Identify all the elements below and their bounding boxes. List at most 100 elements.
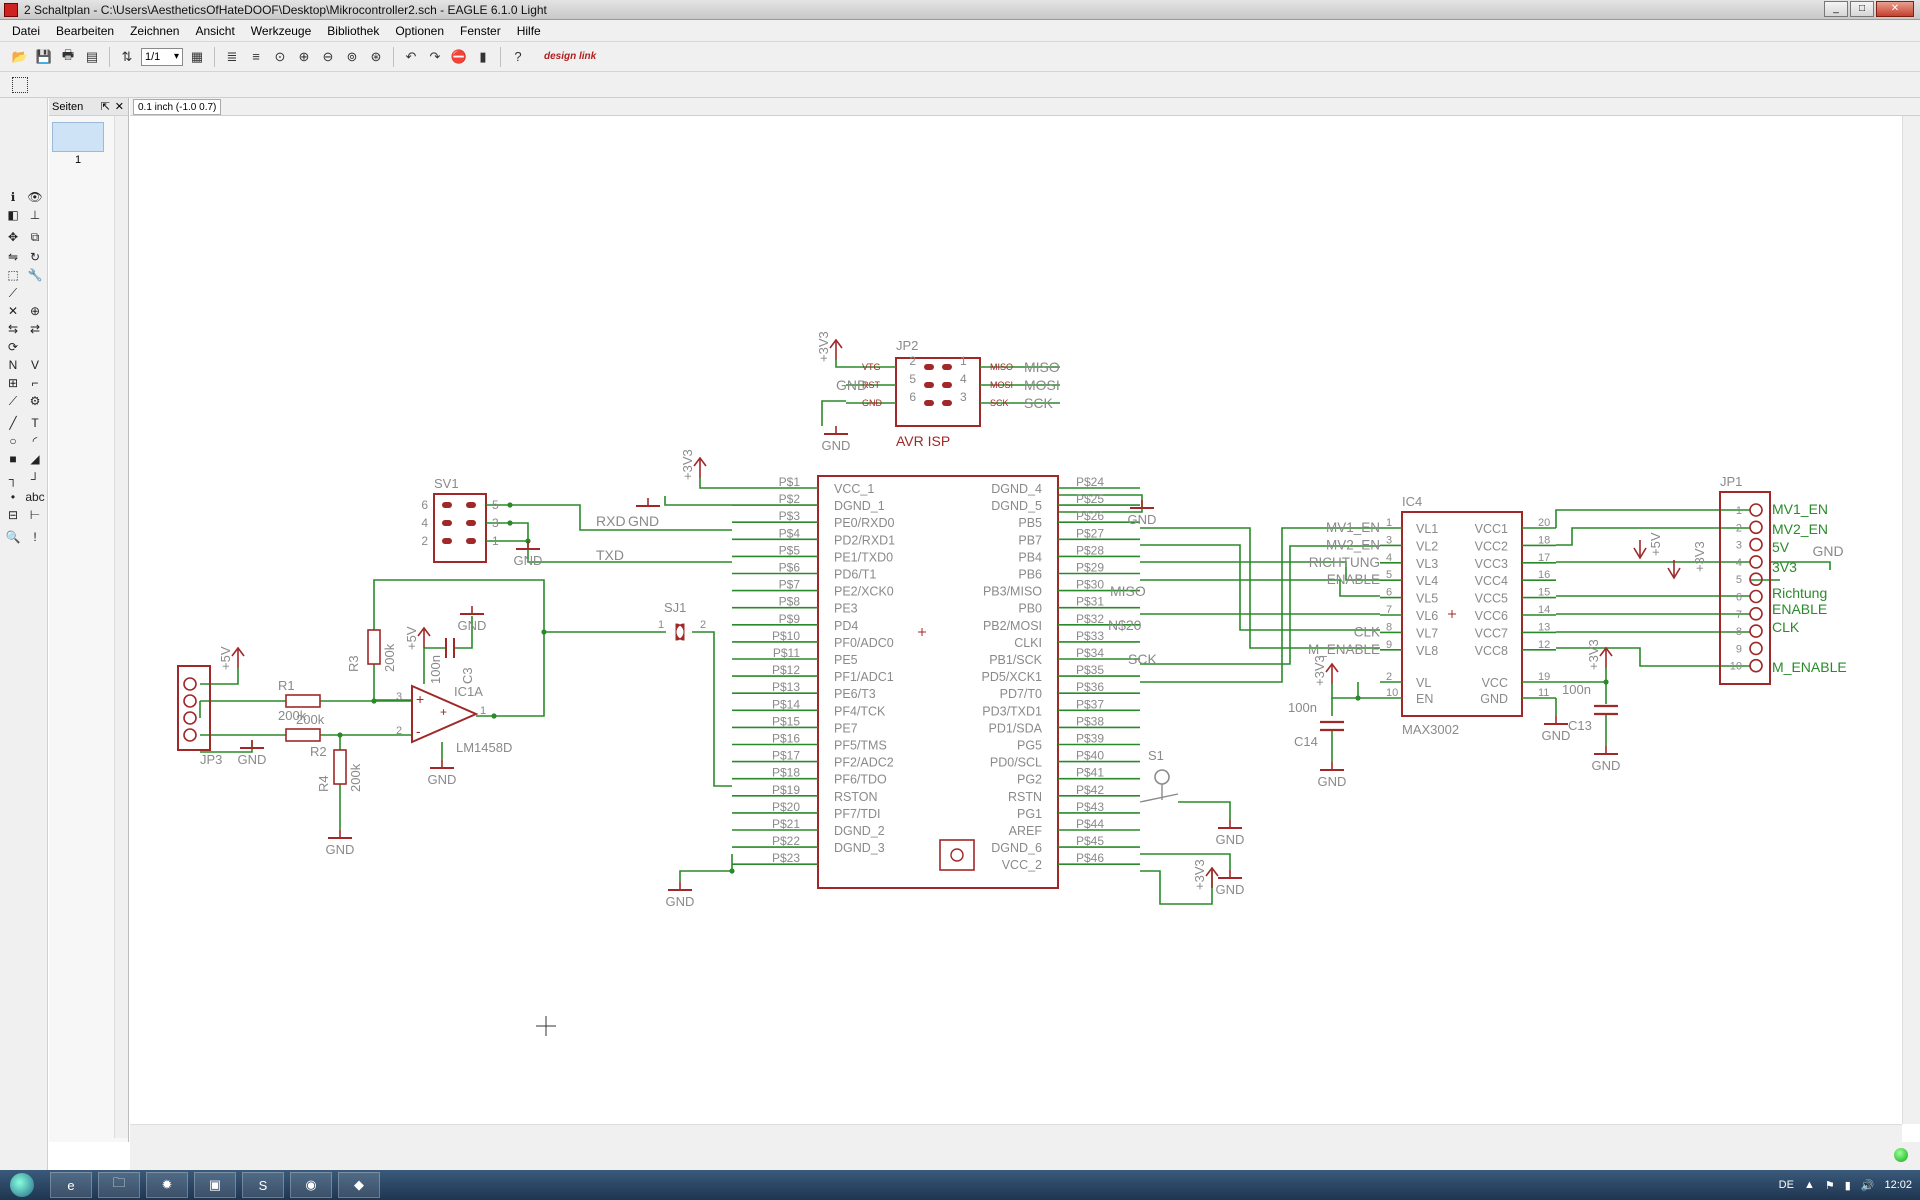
name-icon[interactable]: N bbox=[8, 358, 18, 372]
junction-icon[interactable]: • bbox=[10, 490, 16, 504]
maximize-button[interactable]: □ bbox=[1850, 1, 1874, 17]
explorer-icon[interactable]: 🗀 bbox=[98, 1172, 140, 1198]
jp2-pin-num: 3 bbox=[960, 390, 967, 404]
label-icon[interactable]: abc bbox=[25, 490, 45, 504]
net-icon[interactable]: ┘ bbox=[30, 472, 40, 486]
undo-icon[interactable]: ↶ bbox=[405, 48, 417, 64]
page-thumbnail[interactable] bbox=[52, 122, 104, 152]
image-viewer-icon[interactable]: ▣ bbox=[194, 1172, 236, 1198]
attribute-icon[interactable]: ⊟ bbox=[7, 508, 19, 522]
mark-icon[interactable]: ⊥ bbox=[29, 208, 41, 222]
polygon-icon[interactable]: ◢ bbox=[30, 452, 40, 466]
stop-icon[interactable]: ⛔ bbox=[450, 48, 468, 64]
menu-optionen[interactable]: Optionen bbox=[395, 23, 445, 38]
media-icon[interactable]: ◉ bbox=[290, 1172, 332, 1198]
jp2-net-label: SCK bbox=[1024, 395, 1053, 411]
gateswap-icon[interactable]: ⟳ bbox=[7, 340, 19, 354]
close-button[interactable]: ✕ bbox=[1876, 1, 1914, 17]
menu-bearbeiten[interactable]: Bearbeiten bbox=[56, 23, 115, 38]
save-icon[interactable]: 💾 bbox=[35, 48, 53, 64]
flag-icon[interactable]: ⚑ bbox=[1824, 1179, 1835, 1192]
sheet-select[interactable]: 1/1 bbox=[141, 47, 183, 66]
rect-icon[interactable]: ■ bbox=[9, 452, 17, 466]
jp3-pad bbox=[183, 711, 197, 725]
minimize-button[interactable]: _ bbox=[1824, 1, 1848, 17]
menu-werkzeuge[interactable]: Werkzeuge bbox=[250, 23, 312, 38]
errors-icon[interactable]: ! bbox=[33, 530, 37, 544]
bus-icon[interactable]: ┐ bbox=[8, 472, 18, 486]
wire-icon[interactable]: ╱ bbox=[9, 416, 17, 430]
change-icon[interactable]: 🔧 bbox=[27, 268, 43, 282]
show-icon[interactable]: 👁 bbox=[27, 190, 43, 204]
menu-zeichnen[interactable]: Zeichnen bbox=[130, 23, 180, 38]
cam-icon[interactable]: ▤ bbox=[85, 48, 99, 64]
zoom-out-icon[interactable]: ⊖ bbox=[322, 48, 334, 64]
skype-icon[interactable]: S bbox=[242, 1172, 284, 1198]
sheet-icon[interactable]: ⇅ bbox=[121, 48, 133, 64]
menu-ansicht[interactable]: Ansicht bbox=[195, 23, 235, 38]
opamp-pin-num: 3 bbox=[396, 691, 402, 703]
vertical-scrollbar[interactable] bbox=[1902, 116, 1920, 1124]
delete-icon[interactable]: ✕ bbox=[7, 304, 19, 318]
mcu-pin-name: PD6/T1 bbox=[834, 568, 876, 582]
eagle-task-icon[interactable]: ◆ bbox=[338, 1172, 380, 1198]
mcu-pin-number: P$8 bbox=[779, 595, 801, 609]
zoom-redraw-icon[interactable]: ⊚ bbox=[346, 48, 358, 64]
clock[interactable]: 12:02 bbox=[1884, 1179, 1912, 1191]
paste-icon[interactable]: ⟋ bbox=[8, 285, 18, 300]
go-icon[interactable]: ▮ bbox=[479, 48, 487, 64]
menu-bibliothek[interactable]: Bibliothek bbox=[327, 23, 380, 38]
zoom-select-icon[interactable]: ⊛ bbox=[370, 48, 382, 64]
copy-icon[interactable]: ⧉ bbox=[30, 229, 40, 244]
design-link-logo[interactable]: design link bbox=[544, 51, 597, 62]
mcu-pin-name: DGND_4 bbox=[991, 482, 1042, 496]
script-icon[interactable]: ≣ bbox=[226, 48, 238, 64]
help-icon[interactable]: ? bbox=[514, 49, 522, 64]
tray-arrow-icon[interactable]: ▲ bbox=[1803, 1179, 1815, 1191]
close-panel-icon[interactable]: ✕ bbox=[114, 101, 124, 113]
mirror-icon[interactable]: ⇋ bbox=[7, 250, 19, 264]
smash-icon[interactable]: ⊞ bbox=[7, 376, 19, 390]
menu-hilfe[interactable]: Hilfe bbox=[516, 23, 541, 38]
zoom-in-icon[interactable]: ⊕ bbox=[298, 48, 310, 64]
pinswap-icon[interactable]: ⇆ bbox=[7, 322, 19, 336]
start-button[interactable] bbox=[0, 1170, 44, 1200]
text-icon[interactable]: T bbox=[31, 416, 39, 430]
volume-icon[interactable]: 🔊 bbox=[1860, 1179, 1875, 1192]
add-icon[interactable]: ⊕ bbox=[29, 304, 41, 318]
split-icon[interactable]: ⟋ bbox=[8, 393, 18, 408]
ulp-icon[interactable]: ≡ bbox=[252, 49, 260, 64]
arc-icon[interactable]: ◜ bbox=[32, 434, 38, 448]
app-icon-green[interactable]: ✹ bbox=[146, 1172, 188, 1198]
ic4-pin-num: 14 bbox=[1538, 604, 1550, 616]
dimension-icon[interactable]: ⊢ bbox=[29, 508, 41, 522]
board-icon[interactable]: ▦ bbox=[190, 48, 204, 64]
open-icon[interactable]: 📂 bbox=[11, 48, 29, 64]
net-wire bbox=[692, 631, 732, 787]
horizontal-scrollbar[interactable] bbox=[130, 1124, 1902, 1142]
miter-icon[interactable]: ⌐ bbox=[31, 376, 39, 390]
zoom-fit-icon[interactable]: ⊙ bbox=[274, 48, 286, 64]
grid-icon[interactable] bbox=[12, 77, 28, 93]
redo-icon[interactable]: ↷ bbox=[429, 48, 441, 64]
menu-fenster[interactable]: Fenster bbox=[460, 23, 501, 38]
erc-icon[interactable]: 🔍 bbox=[5, 530, 21, 544]
info-icon[interactable]: ℹ bbox=[10, 190, 16, 204]
menu-datei[interactable]: Datei bbox=[12, 23, 41, 38]
ie-icon[interactable]: e bbox=[50, 1172, 92, 1198]
language-indicator[interactable]: DE bbox=[1778, 1179, 1794, 1191]
rotate-icon[interactable]: ↻ bbox=[29, 250, 41, 264]
pin-icon[interactable]: ⇱ bbox=[100, 101, 110, 113]
invoke-icon[interactable]: ⚙ bbox=[29, 394, 41, 408]
pages-scrollbar[interactable] bbox=[114, 116, 128, 1138]
circle-icon[interactable]: ○ bbox=[9, 434, 17, 448]
print-icon[interactable]: 🖶 bbox=[61, 46, 75, 62]
group-icon[interactable]: ⬚ bbox=[7, 268, 19, 282]
move-icon[interactable]: ✥ bbox=[7, 230, 19, 244]
replace-icon[interactable]: ⇄ bbox=[29, 322, 41, 336]
display-icon[interactable]: ◧ bbox=[7, 208, 19, 222]
value-icon[interactable]: V bbox=[30, 358, 39, 372]
network-icon[interactable]: ▮ bbox=[1844, 1179, 1851, 1192]
